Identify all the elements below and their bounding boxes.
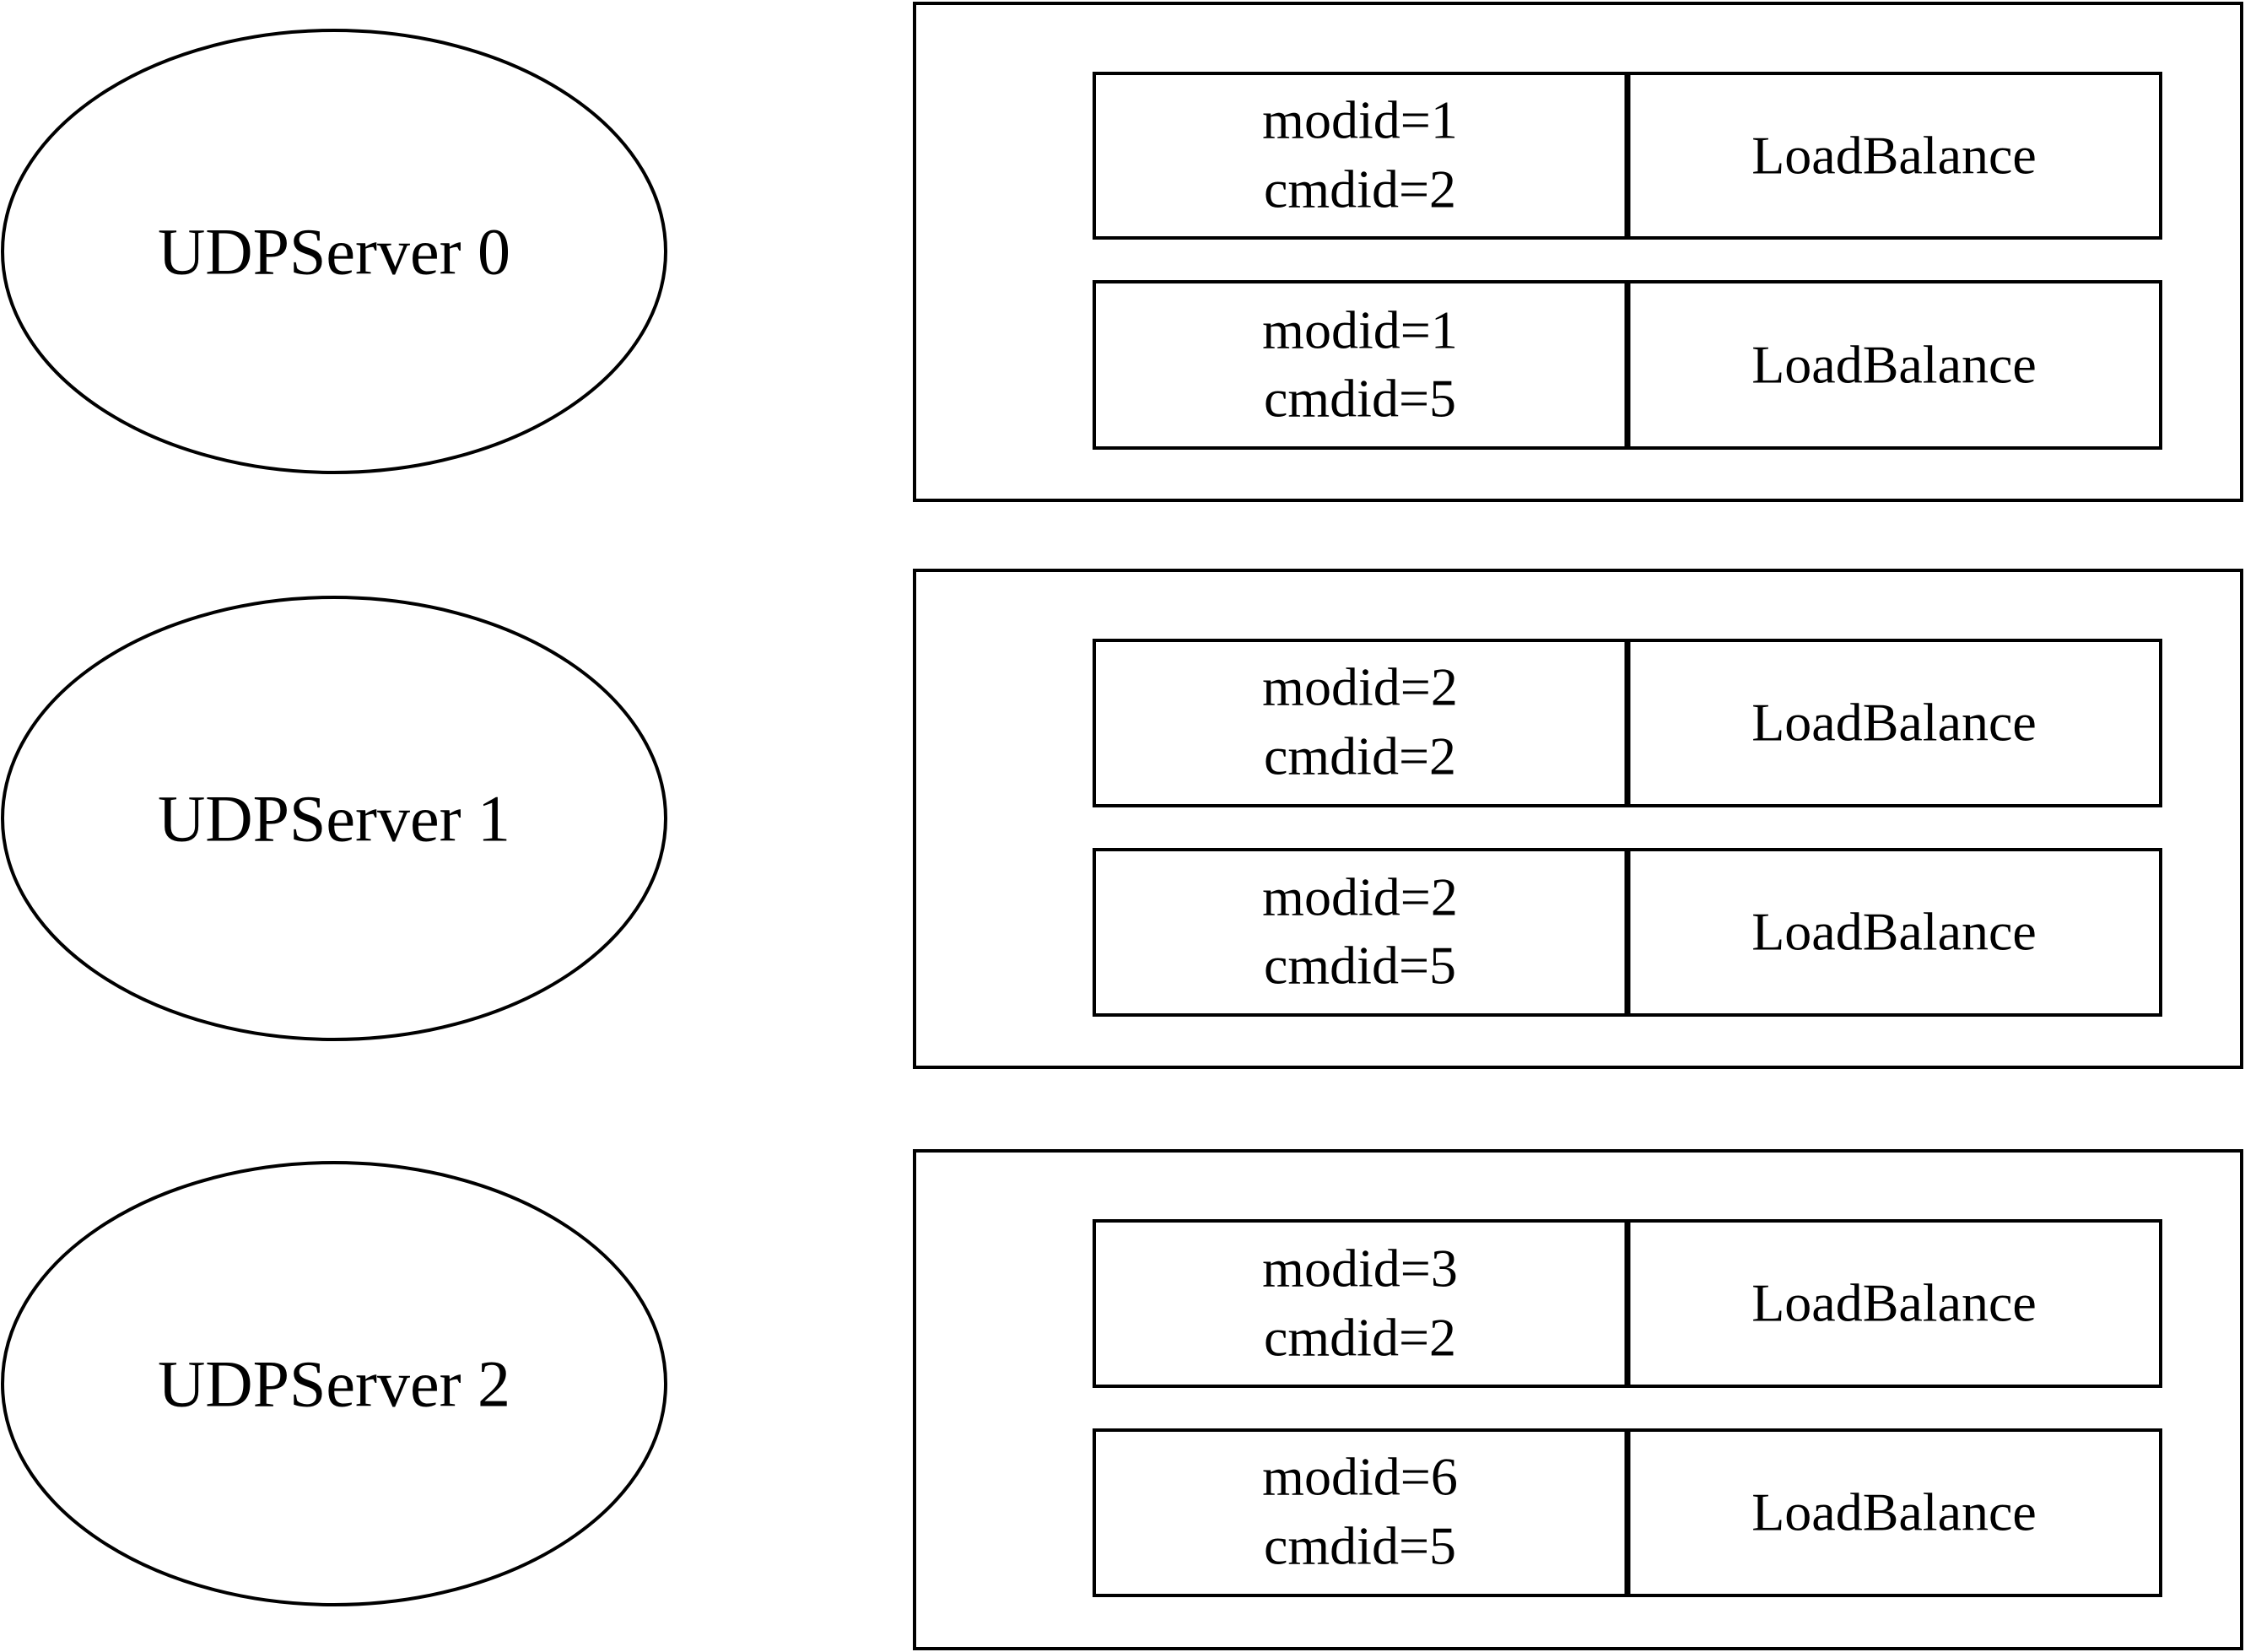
handler-label: LoadBalance [1751,335,2037,395]
entry-id-cell [1093,639,1629,807]
cmdid-label: cmdid=2 [1264,159,1456,219]
entry-id-cell [1093,72,1629,240]
entry-id-cell [1093,848,1629,1017]
server-group-2: UDPServer 2 modid=3 cmdid=2 LoadBalance … [1,1149,2243,1650]
registry-entry: modid=1 cmdid=5 LoadBalance [1093,280,2162,450]
server-node [1,29,667,474]
server-label: UDPServer 1 [158,782,510,856]
registry-entry: modid=3 cmdid=2 LoadBalance [1093,1219,2162,1388]
cmdid-label: cmdid=5 [1264,369,1456,429]
handler-label: LoadBalance [1751,902,2037,962]
server-node [1,596,667,1041]
modid-label: modid=2 [1262,867,1458,927]
cmdid-label: cmdid=5 [1264,936,1456,996]
entry-handler-cell [1626,848,2162,1017]
handler-label: LoadBalance [1751,1482,2037,1542]
cmdid-label: cmdid=2 [1264,1308,1456,1368]
registry-entry: modid=6 cmdid=5 LoadBalance [1093,1428,2162,1597]
modid-label: modid=1 [1262,300,1458,360]
registry-entry: modid=2 cmdid=2 LoadBalance [1093,639,2162,807]
modid-label: modid=1 [1262,90,1458,150]
handler-label: LoadBalance [1751,1273,2037,1333]
entry-handler-cell [1626,1428,2162,1597]
entry-id-cell [1093,1428,1629,1597]
registry-entry: modid=1 cmdid=2 LoadBalance [1093,72,2162,240]
handler-label: LoadBalance [1751,126,2037,186]
entry-handler-cell [1626,72,2162,240]
server-label: UDPServer 2 [158,1347,510,1421]
server-label: UDPServer 0 [158,215,510,289]
server-group-1: UDPServer 1 modid=2 cmdid=2 LoadBalance … [1,569,2243,1069]
cmdid-label: cmdid=2 [1264,726,1456,786]
modid-label: modid=2 [1262,657,1458,717]
entry-id-cell [1093,280,1629,450]
modid-label: modid=3 [1262,1239,1458,1298]
entry-handler-cell [1626,639,2162,807]
modid-label: modid=6 [1262,1447,1458,1507]
handler-label: LoadBalance [1751,693,2037,753]
cmdid-label: cmdid=5 [1264,1516,1456,1576]
server-group-0: UDPServer 0 modid=1 cmdid=2 LoadBalance … [1,2,2243,502]
registry-entry: modid=2 cmdid=5 LoadBalance [1093,848,2162,1017]
server-node [1,1161,667,1606]
